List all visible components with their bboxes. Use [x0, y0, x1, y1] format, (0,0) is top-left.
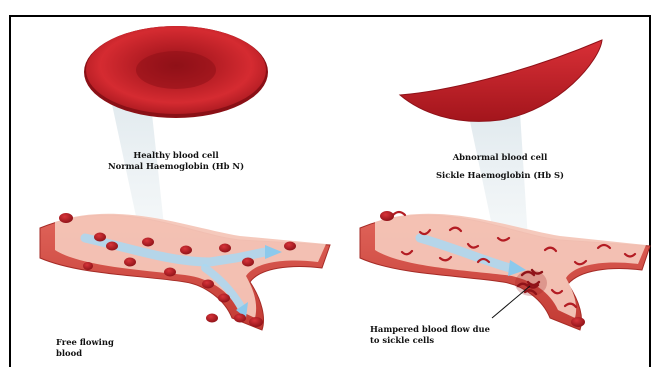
- sickle-vessel: [360, 211, 650, 330]
- hampered-flow-caption: Hampered blood flow due to sickle cells: [370, 324, 490, 346]
- sickle-cell-caption: Abnormal blood cell Sickle Haemoglobin (…: [436, 148, 564, 184]
- sickle-panel: [360, 40, 650, 330]
- healthy-panel: [40, 26, 330, 330]
- healthy-vessel: [40, 213, 330, 330]
- sickle-blood-cell: [400, 40, 602, 121]
- free-flowing-line1: Free flowing: [56, 337, 114, 348]
- healthy-cell-title: Healthy blood cell: [108, 150, 244, 161]
- hampered-flow-line2: to sickle cells: [370, 335, 490, 346]
- sickle-haemoglobin-label: Sickle Haemoglobin (Hb S): [436, 166, 564, 184]
- healthy-blood-cell: [84, 26, 268, 118]
- free-flowing-line2: blood: [56, 348, 114, 359]
- sickle-cell-title: Abnormal blood cell: [436, 148, 564, 166]
- free-flowing-caption: Free flowing blood: [56, 337, 114, 359]
- healthy-cell-caption: Healthy blood cell Normal Haemoglobin (H…: [108, 150, 244, 172]
- healthy-haemoglobin-label: Normal Haemoglobin (Hb N): [108, 161, 244, 172]
- hampered-flow-line1: Hampered blood flow due: [370, 324, 490, 335]
- hampered-flow-pointer: [492, 286, 530, 318]
